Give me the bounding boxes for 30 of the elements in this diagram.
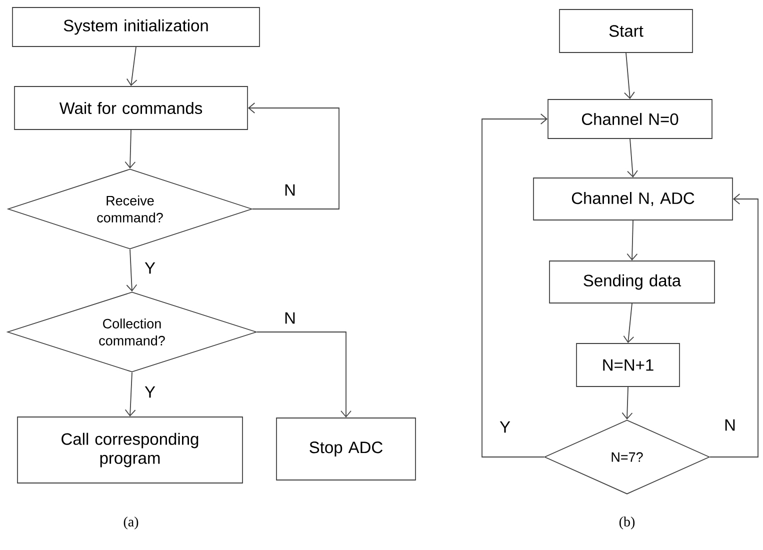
arrow (482, 114, 548, 458)
panel-label: (b) (619, 516, 635, 530)
arrow (627, 138, 638, 178)
arrow (622, 386, 633, 420)
process-box: Call corresponding program (17, 416, 243, 484)
arrow (624, 52, 635, 100)
process-box: Channel N, ADC (533, 178, 733, 220)
arrow (248, 102, 340, 210)
arrow (126, 249, 138, 292)
process-box: Wait for commands (14, 86, 248, 130)
panel-label: (a) (124, 516, 138, 530)
arrow (623, 303, 634, 344)
process-box: System initialization (12, 7, 260, 47)
arrow (124, 372, 136, 417)
arrow (124, 130, 136, 169)
edge-label: Y (144, 386, 156, 398)
arrow (126, 46, 138, 86)
process-box: N=N+1 (576, 343, 680, 387)
process-box: Channel N=0 (548, 99, 712, 139)
edge-label: Y (144, 262, 156, 274)
process-box: Stop ADC (276, 418, 416, 480)
arrow (256, 332, 352, 418)
edge-label: N (285, 312, 295, 324)
edge-label: N (725, 419, 735, 431)
edge-label: N (285, 184, 295, 196)
arrow (710, 194, 758, 458)
arrow (626, 220, 638, 261)
edge-label: Y (500, 421, 510, 433)
process-box: Start (559, 9, 693, 53)
process-box: Sending data (549, 260, 715, 304)
